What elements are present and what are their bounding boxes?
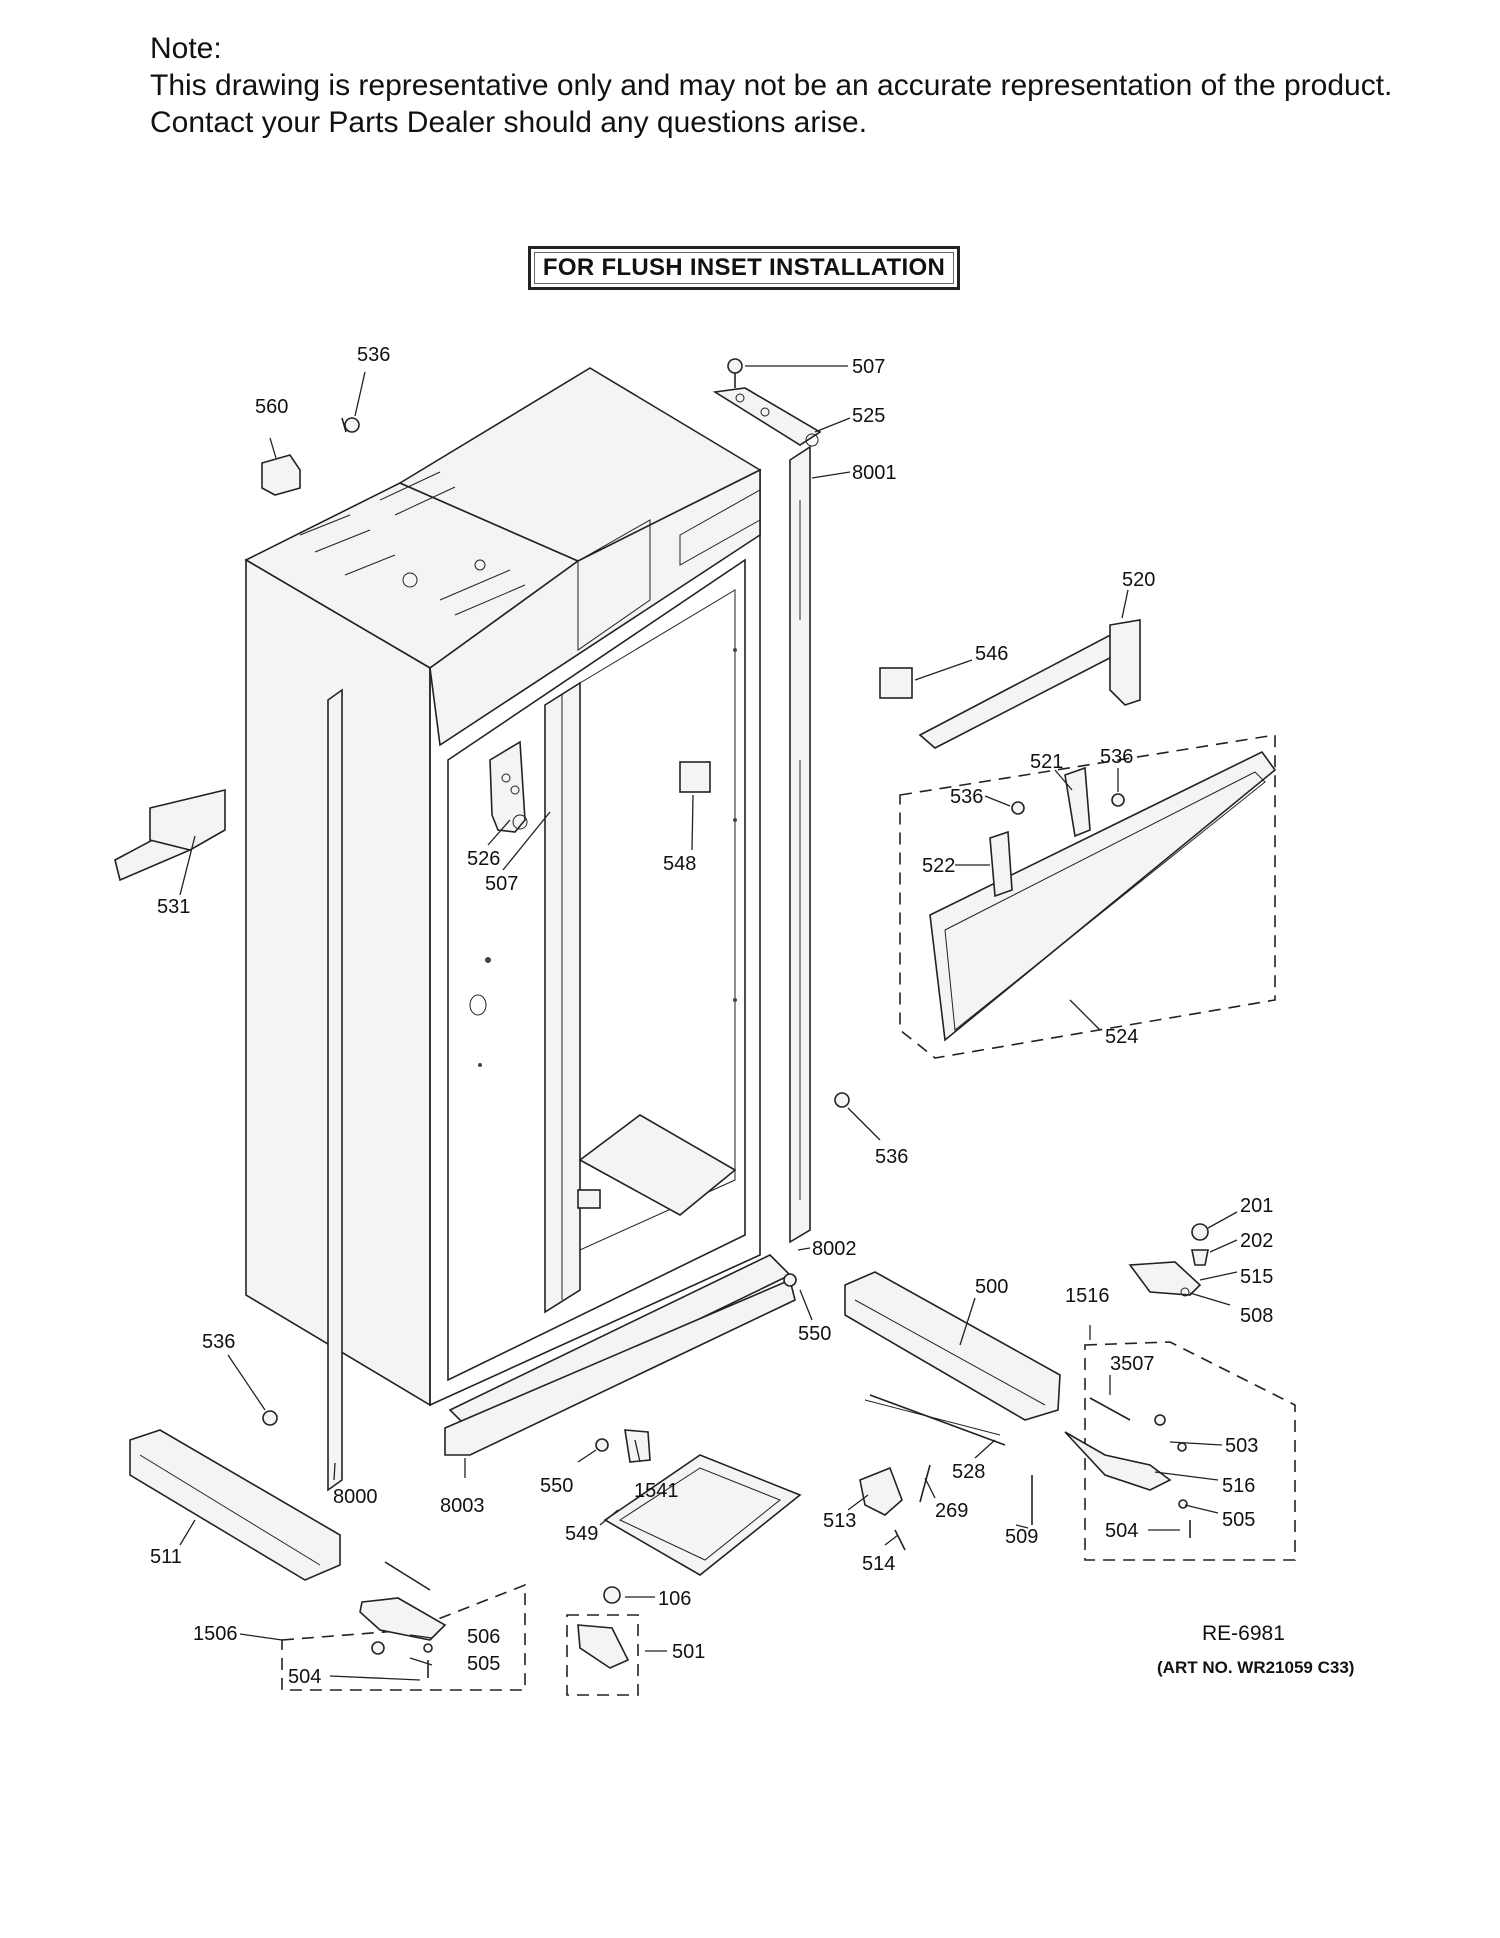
callout-8003: 8003	[440, 1495, 485, 1517]
pin-269	[919, 1464, 931, 1503]
note-heading: Note:	[150, 32, 222, 65]
hinge-521	[1064, 766, 1091, 838]
callout-521: 521	[1030, 751, 1063, 773]
callout-531: 531	[157, 896, 190, 918]
callout-520: 520	[1122, 569, 1155, 591]
callout-550: 550	[798, 1323, 831, 1345]
cabinet-case	[244, 367, 811, 1492]
reference-code: RE-6981	[1202, 1622, 1285, 1645]
callout-536: 536	[1100, 746, 1133, 768]
callout-8001: 8001	[852, 462, 897, 484]
bracket-560	[261, 454, 301, 496]
hinge-assembly-1516-box	[1084, 1341, 1296, 1561]
bracket-531	[114, 788, 226, 882]
hinge-arm-506	[359, 1597, 447, 1641]
bottom-trim-8003	[444, 1278, 796, 1456]
screw-550-lower	[595, 1438, 609, 1452]
callout-505: 505	[467, 1653, 500, 1675]
callout-522: 522	[922, 855, 955, 877]
tray-549	[603, 1454, 802, 1576]
screw-536-right	[834, 1092, 850, 1108]
callout-536: 536	[357, 344, 390, 366]
callout-504: 504	[288, 1666, 321, 1688]
callout-202: 202	[1240, 1230, 1273, 1252]
nut-106	[603, 1586, 621, 1604]
callout-528: 528	[952, 1461, 985, 1483]
leader-lines	[179, 365, 1238, 1681]
callout-3507: 3507	[1110, 1353, 1155, 1375]
bracket-546	[879, 667, 913, 699]
callout-514: 514	[862, 1553, 895, 1575]
callout-513: 513	[823, 1510, 856, 1532]
bushing-202	[1191, 1249, 1209, 1266]
callout-506: 506	[467, 1626, 500, 1648]
callout-8000: 8000	[333, 1486, 378, 1508]
callout-507: 507	[485, 873, 518, 895]
callout-504: 504	[1105, 1520, 1138, 1542]
callout-1541: 1541	[634, 1480, 679, 1502]
callout-509: 509	[1005, 1526, 1038, 1548]
side-trim-8000	[327, 688, 343, 1492]
disclaimer-note: Note: This drawing is representative onl…	[150, 30, 1392, 141]
top-hinge-525	[712, 387, 822, 447]
callout-106: 106	[658, 1588, 691, 1610]
callout-516: 516	[1222, 1475, 1255, 1497]
switch-548	[679, 761, 711, 793]
callout-546: 546	[975, 643, 1008, 665]
callout-536: 536	[875, 1146, 908, 1168]
note-line-1: This drawing is representative only and …	[150, 69, 1393, 102]
callout-548: 548	[663, 853, 696, 875]
clip-1541	[624, 1429, 651, 1463]
callout-503: 503	[1225, 1435, 1258, 1457]
hinge-channel-500	[844, 1271, 1061, 1436]
callout-1516: 1516	[1065, 1285, 1110, 1307]
callout-505: 505	[1222, 1509, 1255, 1531]
callout-500: 500	[975, 1276, 1008, 1298]
cam-513	[859, 1466, 903, 1516]
callout-501: 501	[672, 1641, 705, 1663]
hinge-bracket-526	[489, 740, 526, 833]
hinge-515	[1128, 1261, 1202, 1296]
hinge-522	[989, 830, 1013, 898]
grille-panel-524	[929, 750, 1277, 1042]
spring-514	[894, 1529, 906, 1551]
art-number: (ART NO. WR21059 C33)	[1157, 1658, 1355, 1677]
callout-524: 524	[1105, 1026, 1138, 1048]
rod-528	[869, 1394, 1006, 1446]
callout-515: 515	[1240, 1266, 1273, 1288]
spring-3507	[1089, 1397, 1131, 1421]
screw-536-top	[341, 417, 360, 433]
screw-507-top	[727, 358, 743, 388]
callout-1506: 1506	[193, 1623, 238, 1645]
bracket-501	[577, 1624, 630, 1669]
hinge-assembly-501-box	[566, 1614, 639, 1696]
cabinet-floor-plate	[578, 1114, 737, 1216]
callout-525: 525	[852, 405, 885, 427]
callout-536: 536	[950, 786, 983, 808]
callout-549: 549	[565, 1523, 598, 1545]
callout-511: 511	[150, 1546, 182, 1568]
callout-labels: 536 560 507 525 8001 520 546 521 536 536…	[150, 344, 1273, 1688]
callout-550: 550	[540, 1475, 573, 1497]
note-line-2: Contact your Parts Dealer should any que…	[150, 106, 868, 139]
callout-536: 536	[202, 1331, 235, 1353]
callout-8002: 8002	[812, 1238, 857, 1260]
support-bar-520	[918, 619, 1141, 749]
callout-201: 201	[1240, 1195, 1273, 1217]
cabinet-opening	[447, 558, 746, 1382]
hinge-channel-511	[129, 1429, 341, 1581]
callout-507: 507	[852, 356, 885, 378]
callout-269: 269	[935, 1500, 968, 1522]
screw-536-lower-left	[262, 1410, 278, 1426]
callout-508: 508	[1240, 1305, 1273, 1327]
nut-201	[1191, 1223, 1209, 1241]
installation-type-banner: FOR FLUSH INSET INSTALLATION	[528, 246, 960, 290]
screw-550-upper	[783, 1273, 797, 1287]
callout-526: 526	[467, 848, 500, 870]
callout-560: 560	[255, 396, 288, 418]
hinge-arm-516	[1064, 1431, 1172, 1491]
